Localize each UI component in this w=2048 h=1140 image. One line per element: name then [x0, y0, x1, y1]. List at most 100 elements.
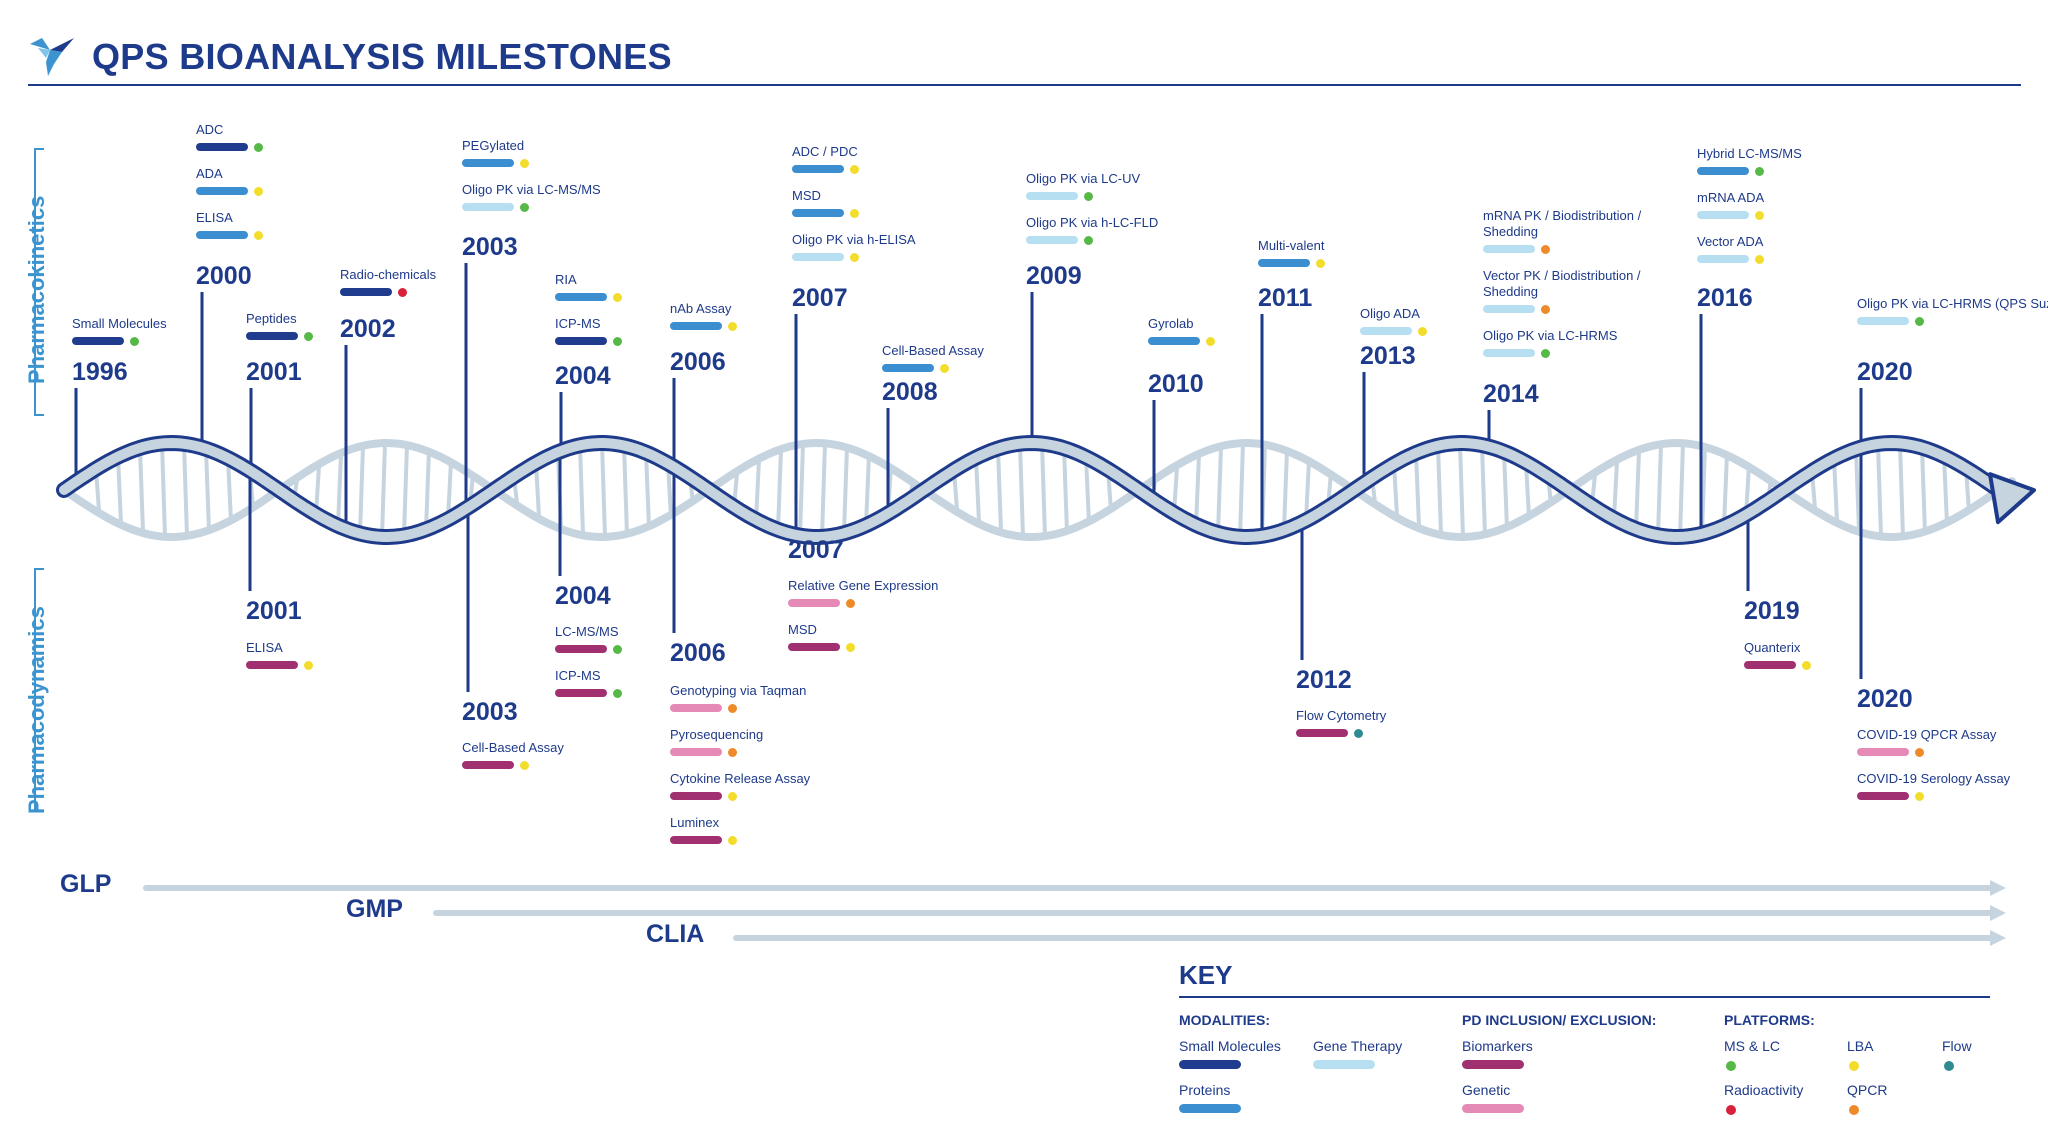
milestone-item: MSD [788, 622, 855, 653]
platform-dot [728, 747, 737, 757]
helix-rung [1216, 446, 1223, 534]
platform-dot [254, 230, 263, 240]
modality-bar [555, 337, 607, 345]
milestone-label: ADC / PDC [792, 144, 858, 159]
modality-bar [1026, 192, 1078, 200]
platform-dot [398, 287, 407, 297]
key-genetic-swatch [1462, 1104, 1524, 1113]
pk-year-label: 2000 [196, 262, 252, 290]
title-divider [28, 84, 2021, 86]
milestone-label: Vector ADA [1697, 234, 1764, 249]
helix-rung [1458, 442, 1465, 538]
platform-dot [1915, 316, 1924, 326]
milestone-marker [1258, 257, 1325, 269]
milestone-marker [1148, 335, 1215, 347]
milestone-item: Genotyping via Taqman [670, 683, 806, 714]
pk-year-label: 2011 [1258, 284, 1313, 312]
milestone-item: COVID-19 Serology Assay [1857, 771, 2010, 802]
pk-year-label: 2003 [462, 233, 518, 261]
milestone-item: Oligo PK via h-ELISA [792, 232, 916, 263]
milestone-item: ICP-MS [555, 668, 622, 699]
helix-rung [1018, 443, 1025, 537]
modality-bar [246, 332, 298, 340]
helix-rung [1480, 445, 1487, 535]
helix-rung [358, 446, 365, 534]
milestone-item: Oligo PK via h-LC-FLD [1026, 215, 1158, 246]
milestone-marker [462, 759, 564, 771]
key-lba: LBA [1847, 1038, 1873, 1071]
pd-year-label: 2019 [1744, 597, 1800, 625]
modality-bar [1697, 255, 1749, 263]
milestone-marker [792, 251, 916, 263]
helix-rung [424, 450, 431, 530]
key-lba-label: LBA [1847, 1038, 1874, 1054]
milestone-marker [1697, 209, 1764, 221]
helix-rung [1062, 448, 1069, 532]
helix-rung [600, 442, 607, 538]
milestone-marker [1857, 746, 1996, 758]
modality-bar [1857, 748, 1909, 756]
key-small-molecules: Small Molecules [1179, 1038, 1281, 1069]
key-genetic: Genetic [1462, 1082, 1524, 1113]
helix-rung [160, 443, 167, 537]
key-flow-dot [1944, 1061, 1954, 1071]
platform-dot [613, 644, 622, 654]
milestone-marker [196, 229, 263, 241]
pk-year-label: 2001 [246, 358, 302, 386]
platform-dot [254, 142, 263, 152]
milestone-item: mRNA PK / Biodistribution / Shedding [1483, 208, 1673, 255]
helix-rung [1920, 447, 1927, 533]
platform-dot [520, 760, 529, 770]
milestone-label: mRNA ADA [1697, 190, 1765, 205]
milestone-item: Peptides [246, 311, 313, 342]
milestone-marker [1026, 234, 1158, 246]
key-proteins-label: Proteins [1179, 1082, 1231, 1098]
modality-bar [792, 165, 844, 173]
milestone-label: ELISA [246, 640, 283, 655]
milestone-item: Cell-Based Assay [882, 343, 984, 374]
helix-rung [182, 443, 189, 537]
milestone-item: Cytokine Release Assay [670, 771, 810, 802]
milestone-marker [1697, 165, 1802, 177]
milestone-item: Oligo PK via LC-MS/MS [462, 182, 601, 213]
milestone-label: nAb Assay [670, 301, 732, 316]
milestone-label: ADA [196, 166, 223, 181]
helix-rung [1876, 443, 1883, 537]
modality-bar [1483, 349, 1535, 357]
milestone-marker [670, 320, 737, 332]
modality-bar [196, 143, 248, 151]
milestone-item: Oligo ADA [1360, 306, 1427, 337]
platform-dot [846, 598, 855, 608]
helix-rung [1854, 449, 1861, 531]
key-ms-lc-dot [1726, 1061, 1736, 1071]
milestone-marker [555, 335, 622, 347]
key-flow: Flow [1942, 1038, 1972, 1071]
milestone-item: ADC [196, 122, 263, 153]
modality-bar [1483, 245, 1535, 253]
helix-rung [402, 444, 409, 536]
modality-bar [462, 761, 514, 769]
helix-rung [534, 462, 541, 518]
milestone-label: Hybrid LC-MS/MS [1697, 146, 1802, 161]
milestone-item: Oligo PK via LC-HRMS [1483, 328, 1617, 359]
pk-year-label: 2013 [1360, 342, 1416, 370]
modality-bar [196, 231, 248, 239]
milestone-label: Multi-valent [1258, 238, 1325, 253]
platform-dot [850, 208, 859, 218]
regulatory-label-glp: GLP [60, 870, 112, 898]
pd-year-label: 2006 [670, 639, 726, 667]
platform-dot [1316, 258, 1325, 268]
milestone-label: MSD [792, 188, 821, 203]
milestone-label: Gyrolab [1148, 316, 1194, 331]
key-proteins-swatch [1179, 1104, 1241, 1113]
milestone-label: Oligo PK via LC-HRMS (QPS Suzhou) [1857, 296, 2048, 311]
milestone-marker [246, 330, 313, 342]
pk-bracket-bottom [34, 414, 44, 416]
milestone-item: nAb Assay [670, 301, 737, 332]
modality-bar [788, 643, 840, 651]
modality-bar [670, 704, 722, 712]
helix-rung [1194, 455, 1201, 525]
milestone-label: mRNA PK / Biodistribution / Shedding [1483, 208, 1642, 239]
key-qpcr-label: QPCR [1847, 1082, 1888, 1098]
